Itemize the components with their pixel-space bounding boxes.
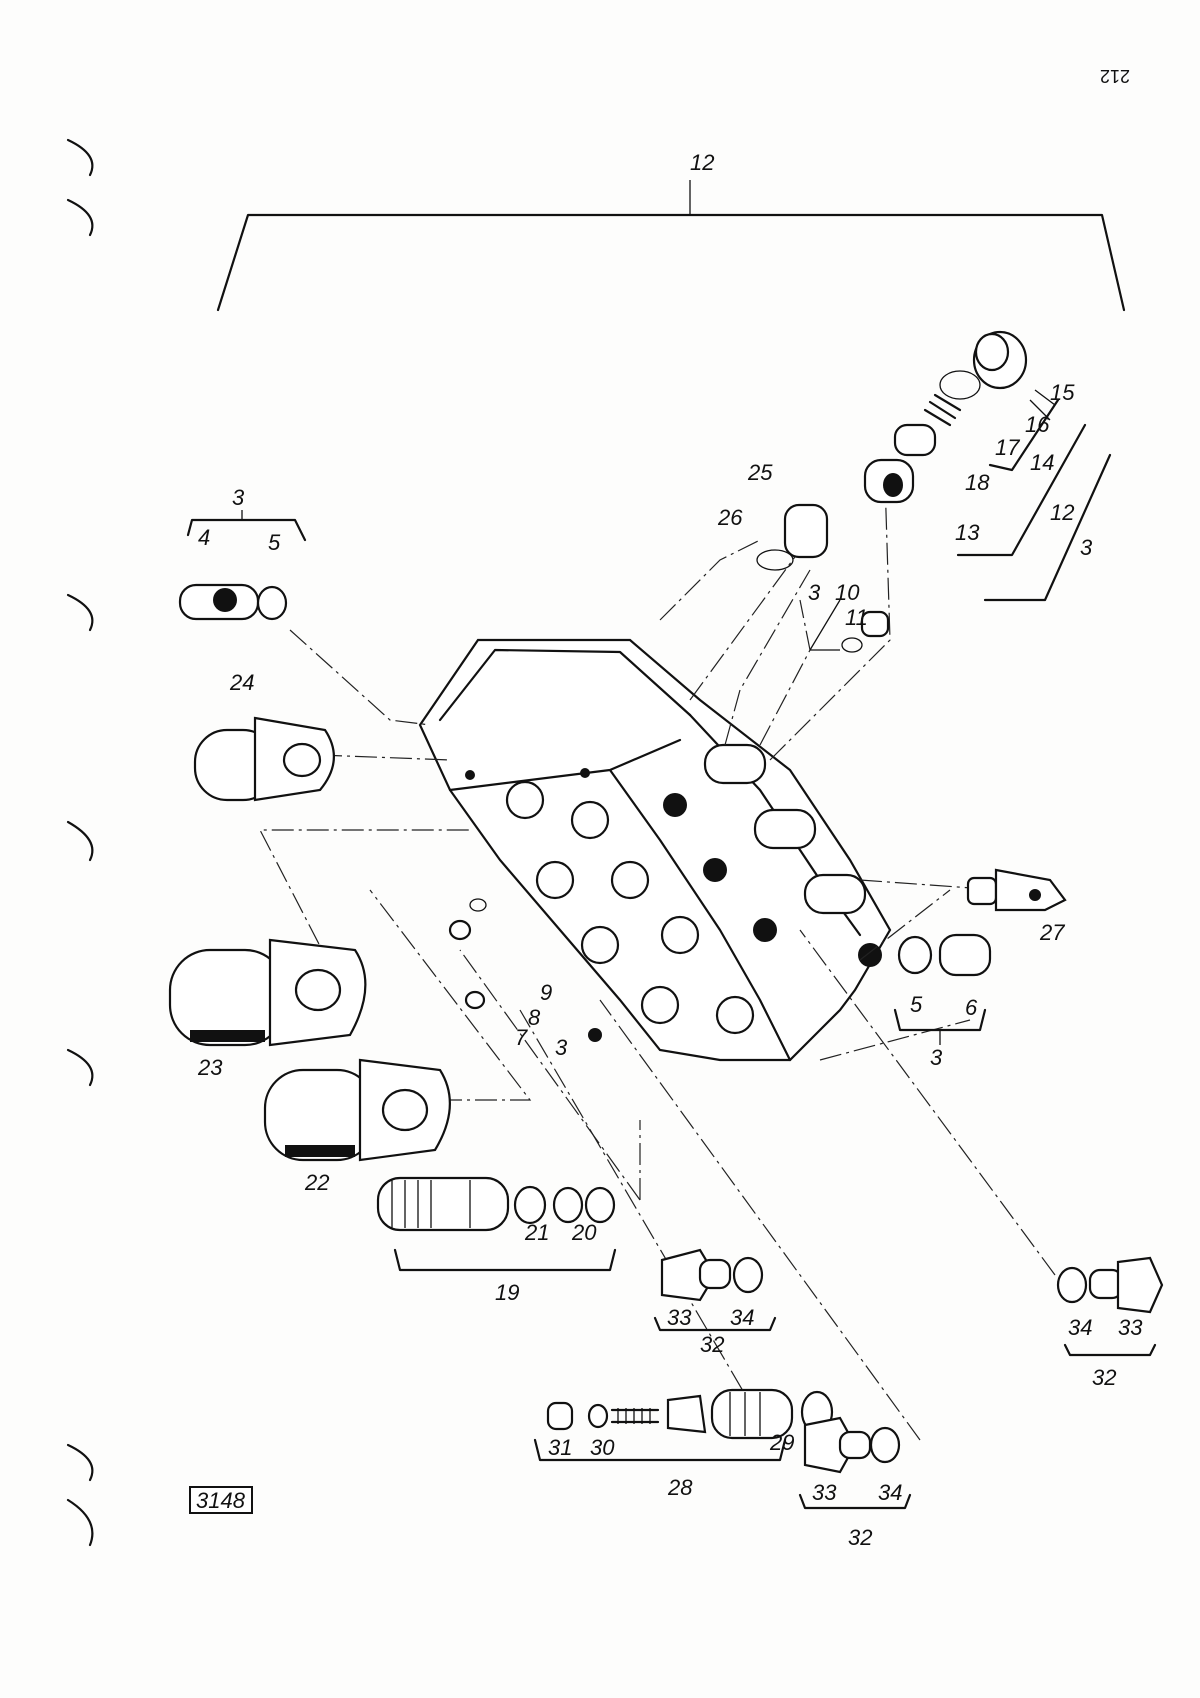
callout-24: 24 [229, 670, 254, 695]
callout-15: 15 [1050, 380, 1075, 405]
callout-31: 31 [548, 1435, 572, 1460]
callout-32-mid: 32 [700, 1332, 724, 1357]
callout-20: 20 [571, 1220, 597, 1245]
valve-body [418, 638, 892, 1062]
callout-12-top: 12 [690, 150, 714, 175]
callout-34-right: 34 [1068, 1315, 1092, 1340]
callout-16: 16 [1025, 412, 1050, 437]
plug-33-34-bottom [798, 1416, 912, 1510]
callout-9: 9 [540, 980, 552, 1005]
callout-33-mid: 33 [667, 1305, 692, 1330]
callout-3-top-left: 3 [232, 485, 245, 510]
callout-22: 22 [304, 1170, 329, 1195]
drawing-number-box: 3148 [189, 1486, 253, 1514]
callout-29: 29 [769, 1430, 794, 1455]
callout-3-mid: 3 [808, 580, 821, 605]
callout-13: 13 [955, 520, 980, 545]
callout-8: 8 [528, 1005, 541, 1030]
callout-30: 30 [590, 1435, 615, 1460]
callout-5-left: 5 [268, 530, 281, 555]
flange-cylinder-24 [193, 716, 335, 802]
flange-cylinder-23 [168, 938, 367, 1047]
callout-27: 27 [1039, 920, 1065, 945]
plug-33-34-right [1056, 1256, 1164, 1357]
callout-3-right-lower: 3 [930, 1045, 943, 1070]
callout-32-right: 32 [1092, 1365, 1116, 1390]
callout-3-center: 3 [555, 1035, 568, 1060]
flange-cylinder-22 [263, 1058, 451, 1162]
callout-21: 21 [524, 1220, 549, 1245]
callout-5-right: 5 [910, 992, 923, 1017]
callout-32-bottom: 32 [848, 1525, 872, 1550]
valve-spool-19 [376, 1176, 617, 1272]
callout-labels: 12 15 16 17 14 18 13 12 3 25 26 10 11 3 … [197, 150, 1143, 1550]
plug-3-4-5 [178, 510, 307, 621]
plug-33-34-mid [653, 1248, 777, 1332]
screws-7-8-9 [448, 898, 487, 1010]
callout-28: 28 [667, 1475, 693, 1500]
callout-34-mid: 34 [730, 1305, 754, 1330]
callout-18: 18 [965, 470, 990, 495]
callout-6: 6 [965, 995, 978, 1020]
callout-12-right: 12 [1050, 500, 1074, 525]
callout-33-right: 33 [1118, 1315, 1143, 1340]
plug-27 [966, 868, 1067, 912]
callout-26: 26 [717, 505, 743, 530]
plug-5-6 [893, 933, 992, 1045]
page-number: 212 [1100, 66, 1130, 86]
plug-assembly-top-right [863, 330, 1112, 602]
callout-17: 17 [995, 435, 1020, 460]
binder-marks [66, 138, 94, 1547]
plug-10-11 [809, 599, 890, 653]
callout-3-right: 3 [1080, 535, 1093, 560]
callout-4: 4 [198, 525, 210, 550]
callout-19: 19 [495, 1280, 519, 1305]
assembly-bracket-12 [216, 180, 1126, 312]
plug-25-26 [756, 503, 829, 571]
drawing-number: 3148 [196, 1488, 246, 1513]
callout-10: 10 [835, 580, 860, 605]
callout-25: 25 [747, 460, 773, 485]
callout-34-bottom: 34 [878, 1480, 902, 1505]
callout-14: 14 [1030, 450, 1054, 475]
callout-7: 7 [515, 1025, 528, 1050]
callout-23: 23 [197, 1055, 223, 1080]
callout-11: 11 [845, 605, 868, 630]
callout-33-bottom: 33 [812, 1480, 837, 1505]
